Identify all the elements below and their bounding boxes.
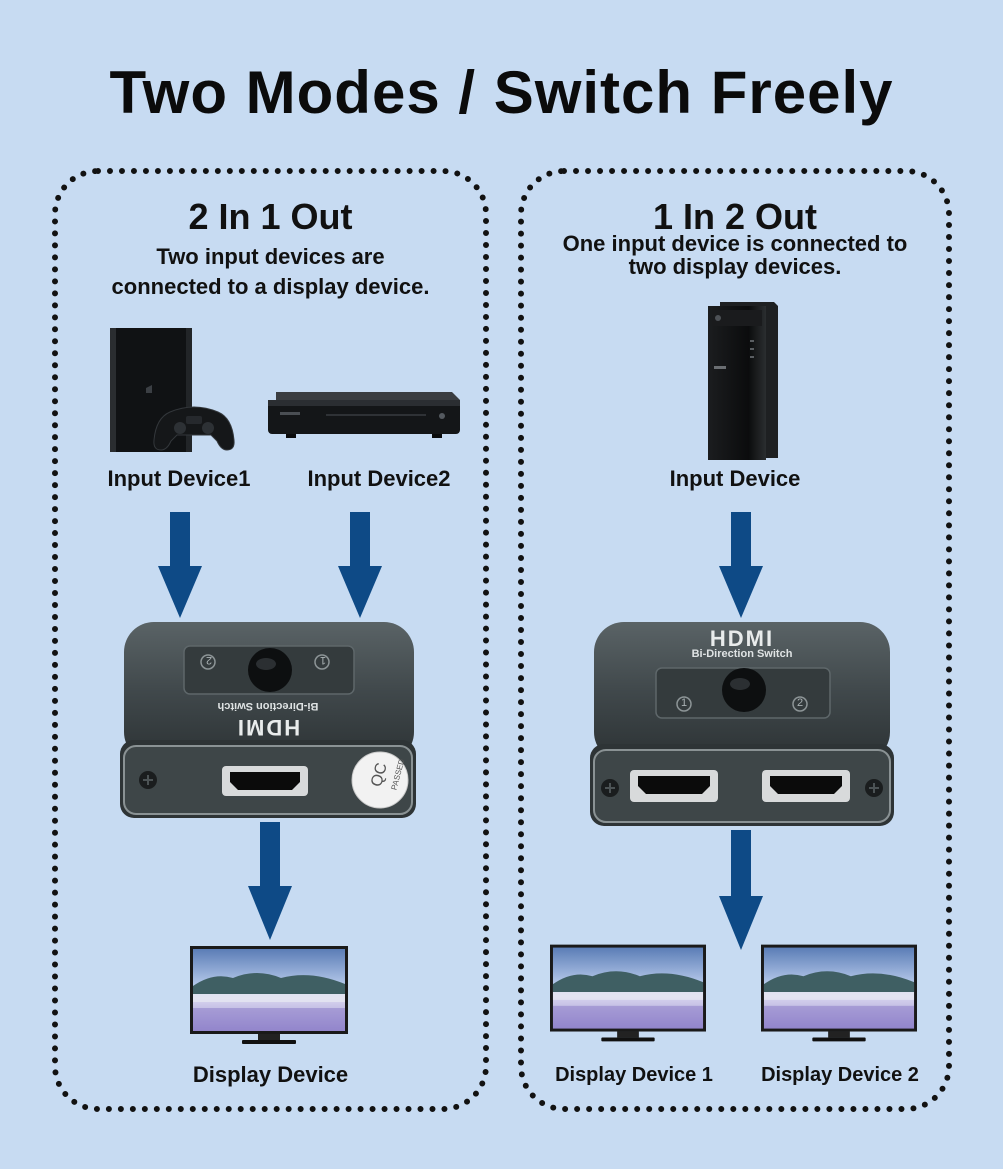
hdmi-switch-body-icon	[120, 622, 416, 818]
mode-panel-2in1out	[52, 168, 489, 1112]
tv-display-icon	[761, 944, 917, 1042]
hdmi-logo: HDMI	[709, 626, 775, 651]
game-console-icon	[110, 328, 235, 452]
mode-description-2in1out: Two input devices are connected to a dis…	[52, 242, 489, 301]
port-2-label: 2	[205, 654, 213, 666]
page-title: Two Modes / Switch Freely	[109, 59, 894, 126]
display-device-1-label: Display Device 1	[555, 1064, 713, 1086]
port-2-label: 2	[796, 697, 804, 709]
arrow-down-icon	[248, 822, 292, 940]
port-1-label: 1	[319, 654, 327, 666]
display-device-2-label: Display Device 2	[761, 1064, 919, 1086]
description-line: two display devices.	[628, 254, 842, 280]
pc-tower-icon	[708, 302, 778, 460]
display-device-label: Display Device	[192, 1062, 349, 1087]
arrow-down-icon	[158, 512, 202, 618]
description-line: connected to a display device.	[111, 273, 430, 299]
arrow-down-icon	[719, 830, 763, 950]
tv-display-icon	[550, 944, 706, 1042]
device-model-label: Bi-Direction Switch	[217, 700, 319, 712]
input-device-2-label: Input Device2	[307, 466, 451, 491]
device-model-label: Bi-Direction Switch	[691, 648, 793, 660]
mode-title-1in2out: 1 In 2 Out	[652, 196, 818, 237]
hdmi-switch-device-2in1out: 2 1 Bi-Direction Switch HDMI QC PASSED	[118, 620, 418, 820]
description-line: Two input devices are	[156, 244, 385, 269]
tv-display-icon	[190, 946, 348, 1044]
port-1-label: 1	[680, 697, 688, 709]
arrow-down-icon	[719, 512, 763, 618]
description-line: One input device is connected to	[562, 231, 908, 256]
bluray-player-icon	[268, 392, 460, 438]
input-device-label: Input Device	[669, 466, 801, 491]
mode-description-1in2out: One input device is connected to two dis…	[518, 232, 952, 278]
hdmi-logo: HDMI	[235, 715, 301, 740]
mode-panel-1in2out	[518, 168, 952, 1112]
arrow-down-icon	[338, 512, 382, 618]
mode-title-2in1out: 2 In 1 Out	[188, 196, 353, 237]
hdmi-switch-device-1in2out: HDMI Bi-Direction Switch 1 2	[590, 620, 894, 828]
input-device-1-label: Input Device1	[107, 466, 251, 491]
hdmi-switch-body-icon	[590, 622, 894, 826]
